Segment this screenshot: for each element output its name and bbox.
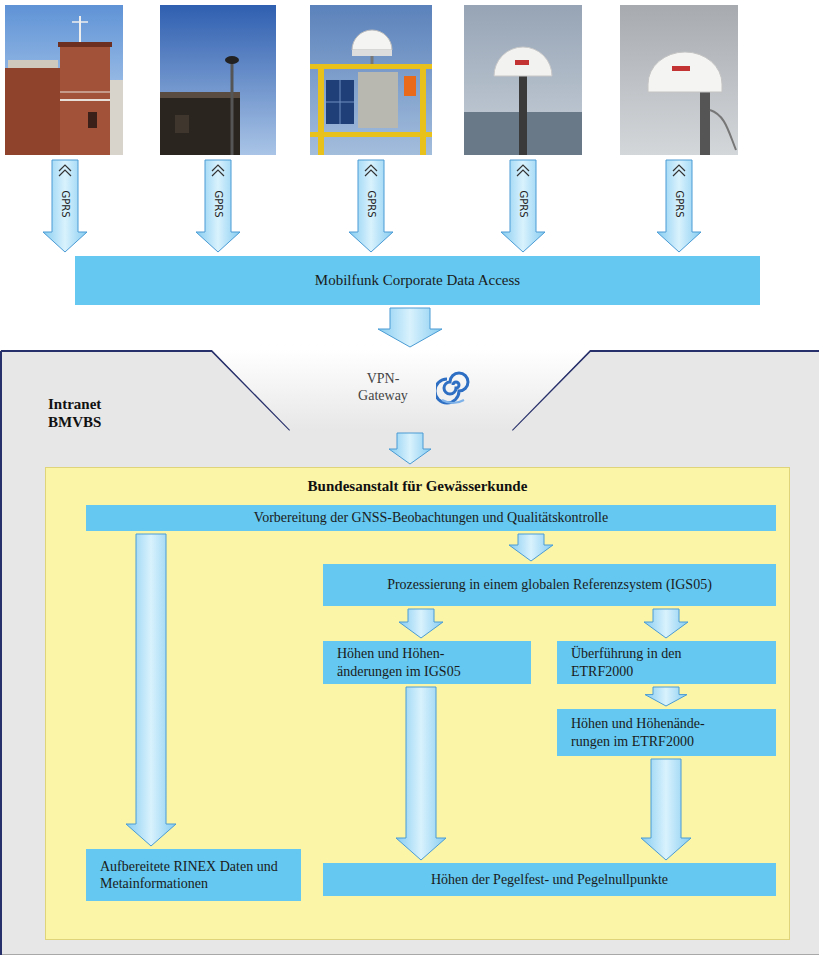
node-text: Höhen der Pegelfest- und Pegelnullpunkte [431,871,668,888]
node-text: Aufbereitete RINEX Daten und Metainforma… [100,858,282,892]
node-text: VPN- Gateway [352,370,414,404]
photo-pole [160,5,276,155]
process-box: Vorbereitung der GNSS-Beobachtungen und … [86,505,776,531]
gateway-node: VPN- Gateway [212,350,590,430]
node-text: Vorbereitung der GNSS-Beobachtungen und … [254,509,608,526]
output-box: Höhen der Pegelfest- und Pegelnullpunkte [323,863,776,896]
station-photos [0,0,819,260]
photo-sea-antenna [464,5,582,155]
link-label: GPRS [518,190,529,217]
link-label: GPRS [213,190,224,217]
intranet-region: Intranet BMVBS VPN- GatewayBundesanstalt … [0,350,819,955]
node-text: Prozessierung in einem globalen Referenz… [387,576,712,593]
node-text: Höhen und Höhenände- rungen im ETRF2000 [571,715,721,749]
block-arrow [645,687,687,706]
block-arrow [641,759,691,860]
node-text: Mobilfunk Corporate Data Access [315,271,520,289]
process-box: Prozessierung in einem globalen Referenz… [323,564,776,606]
block-arrow [509,534,553,561]
chevron-marks [59,165,685,176]
band-box: Mobilfunk Corporate Data Access [75,256,760,305]
link-label: GPRS [674,190,685,217]
link-label: GPRS [366,190,377,217]
block-arrow [399,609,443,638]
block-arrow [396,687,446,860]
block-arrow [126,534,176,846]
node-text: Intranet BMVBS [48,395,128,432]
link-label: GPRS [60,190,71,217]
result-box: Höhen und Höhenände- rungen im ETRF2000 [557,709,776,756]
agency-panel: Bundesanstalt für GewässerkundeVorbereit… [45,467,790,940]
block-arrow [378,308,442,347]
process-box: Überführung in den ETRF2000 [557,641,776,684]
block-arrow [389,433,431,464]
output-box: Aufbereitete RINEX Daten und Metainforma… [86,849,301,901]
photo-fog-antenna [620,5,738,155]
block-arrow [644,609,688,638]
vpn-logo [436,364,470,406]
photo-buoy [310,5,432,155]
node-text: Überführung in den ETRF2000 [571,645,721,679]
node-text: Bundesanstalt für Gewässerkunde [46,477,789,495]
node-text: Höhen und Höhen- änderungen im IGS05 [337,645,487,679]
result-box: Höhen und Höhen- änderungen im IGS05 [323,641,531,684]
gprs-arrows [43,160,701,252]
photo-building [5,5,123,155]
